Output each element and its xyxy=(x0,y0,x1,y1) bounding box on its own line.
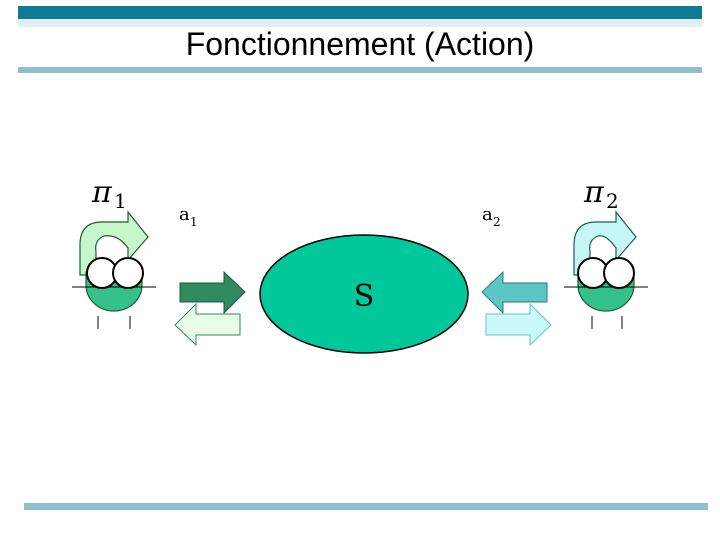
agent-2-symbol: π xyxy=(583,175,605,210)
action-1-label: a xyxy=(179,204,190,225)
agent-2: π 2 xyxy=(564,175,648,329)
environment-ellipse xyxy=(259,234,469,354)
action-1-subscript: 1 xyxy=(190,215,198,229)
environment-label: S xyxy=(354,279,375,314)
action-1-arrow xyxy=(179,270,246,315)
feedback-2-arrow xyxy=(485,302,552,347)
agent-1: π 1 xyxy=(72,175,156,329)
agent-2-eye-right xyxy=(603,257,635,289)
agent-1-policy-loop-arrow xyxy=(79,210,149,276)
footer-bar xyxy=(24,503,708,510)
title-bar-top-shade xyxy=(18,19,702,27)
action-2-label: a xyxy=(482,204,493,225)
title-bar-top xyxy=(18,6,702,19)
agent-1-symbol: π xyxy=(91,175,113,210)
agent-2-subscript: 2 xyxy=(606,189,619,213)
action-2-subscript: 2 xyxy=(493,215,501,229)
agent-1-subscript: 1 xyxy=(114,189,127,213)
action-2-arrow xyxy=(481,270,548,315)
feedback-1-arrow xyxy=(174,302,241,347)
slide-title: Fonctionnement (Action) xyxy=(185,26,535,62)
agent-1-eye-right xyxy=(112,257,144,289)
title-underline-bar xyxy=(18,67,702,73)
